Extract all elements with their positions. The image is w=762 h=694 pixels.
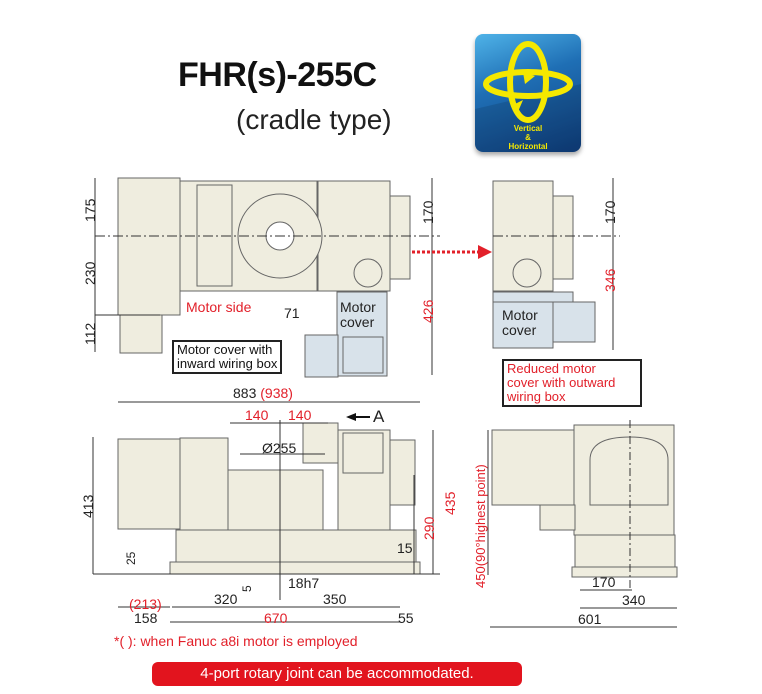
dim-670: 670 [264, 610, 288, 626]
dim-55: 55 [398, 610, 414, 626]
dim-426: 426 [420, 299, 436, 323]
dim-170-top: 170 [420, 200, 436, 224]
dim-938-value: (938) [260, 385, 293, 401]
dim-450-highest: 450(90°highest point) [473, 464, 488, 588]
badge-line-and: & [525, 133, 531, 142]
dim-25: 25 [124, 551, 138, 565]
dim-883-value: 883 [233, 385, 257, 401]
view-a-label: A [373, 407, 385, 426]
dim-158: 158 [134, 610, 158, 626]
fanuc-motor-note: *( ): when Fanuc a8i motor is employed [114, 633, 358, 649]
rotation-badge: Vertical & Horizontal [475, 34, 581, 152]
inward-wiring-callout: Motor cover with inward wiring box [172, 340, 283, 374]
dim-5: 5 [240, 585, 254, 592]
vertical-horizontal-rotation-icon [475, 41, 581, 152]
dim-170-side: 170 [602, 200, 618, 224]
motor-cover-label: Motor cover [340, 299, 376, 330]
dim-601: 601 [578, 611, 602, 627]
dim-346: 346 [602, 268, 618, 292]
dim-140-right: 140 [288, 407, 312, 423]
dim-213: (213) [129, 596, 162, 612]
dim-320: 320 [214, 591, 238, 607]
dim-15: 15 [397, 540, 413, 556]
dim-413: 413 [80, 494, 96, 518]
product-title: FHR(s)-255C [178, 56, 377, 94]
product-subtitle: (cradle type) [236, 104, 392, 135]
dim-230: 230 [82, 261, 98, 285]
dim-140-left: 140 [245, 407, 269, 423]
outward-wiring-callout: Reduced motor cover with outward wiring … [502, 359, 642, 407]
diameter-255: Ø255 [262, 440, 297, 456]
slot-18h7: 18h7 [288, 575, 320, 591]
motor-side-label: Motor side [186, 299, 252, 315]
dim-71: 71 [284, 305, 300, 321]
dim-340: 340 [622, 592, 646, 608]
dim-290: 290 [421, 516, 437, 540]
dim-435: 435 [442, 491, 458, 515]
dim-112: 112 [82, 322, 98, 345]
dim-170-bottom: 170 [592, 574, 616, 590]
dim-175: 175 [82, 198, 98, 222]
dim-883: 883 (938) [233, 385, 293, 401]
badge-line-vertical: Vertical [513, 124, 543, 133]
badge-line-horizontal: Horizontal [508, 142, 548, 151]
rotary-joint-banner: 4-port rotary joint can be accommodated. [152, 662, 522, 686]
motor-cover-label-side: Motor cover [502, 307, 538, 338]
dim-350: 350 [323, 591, 347, 607]
